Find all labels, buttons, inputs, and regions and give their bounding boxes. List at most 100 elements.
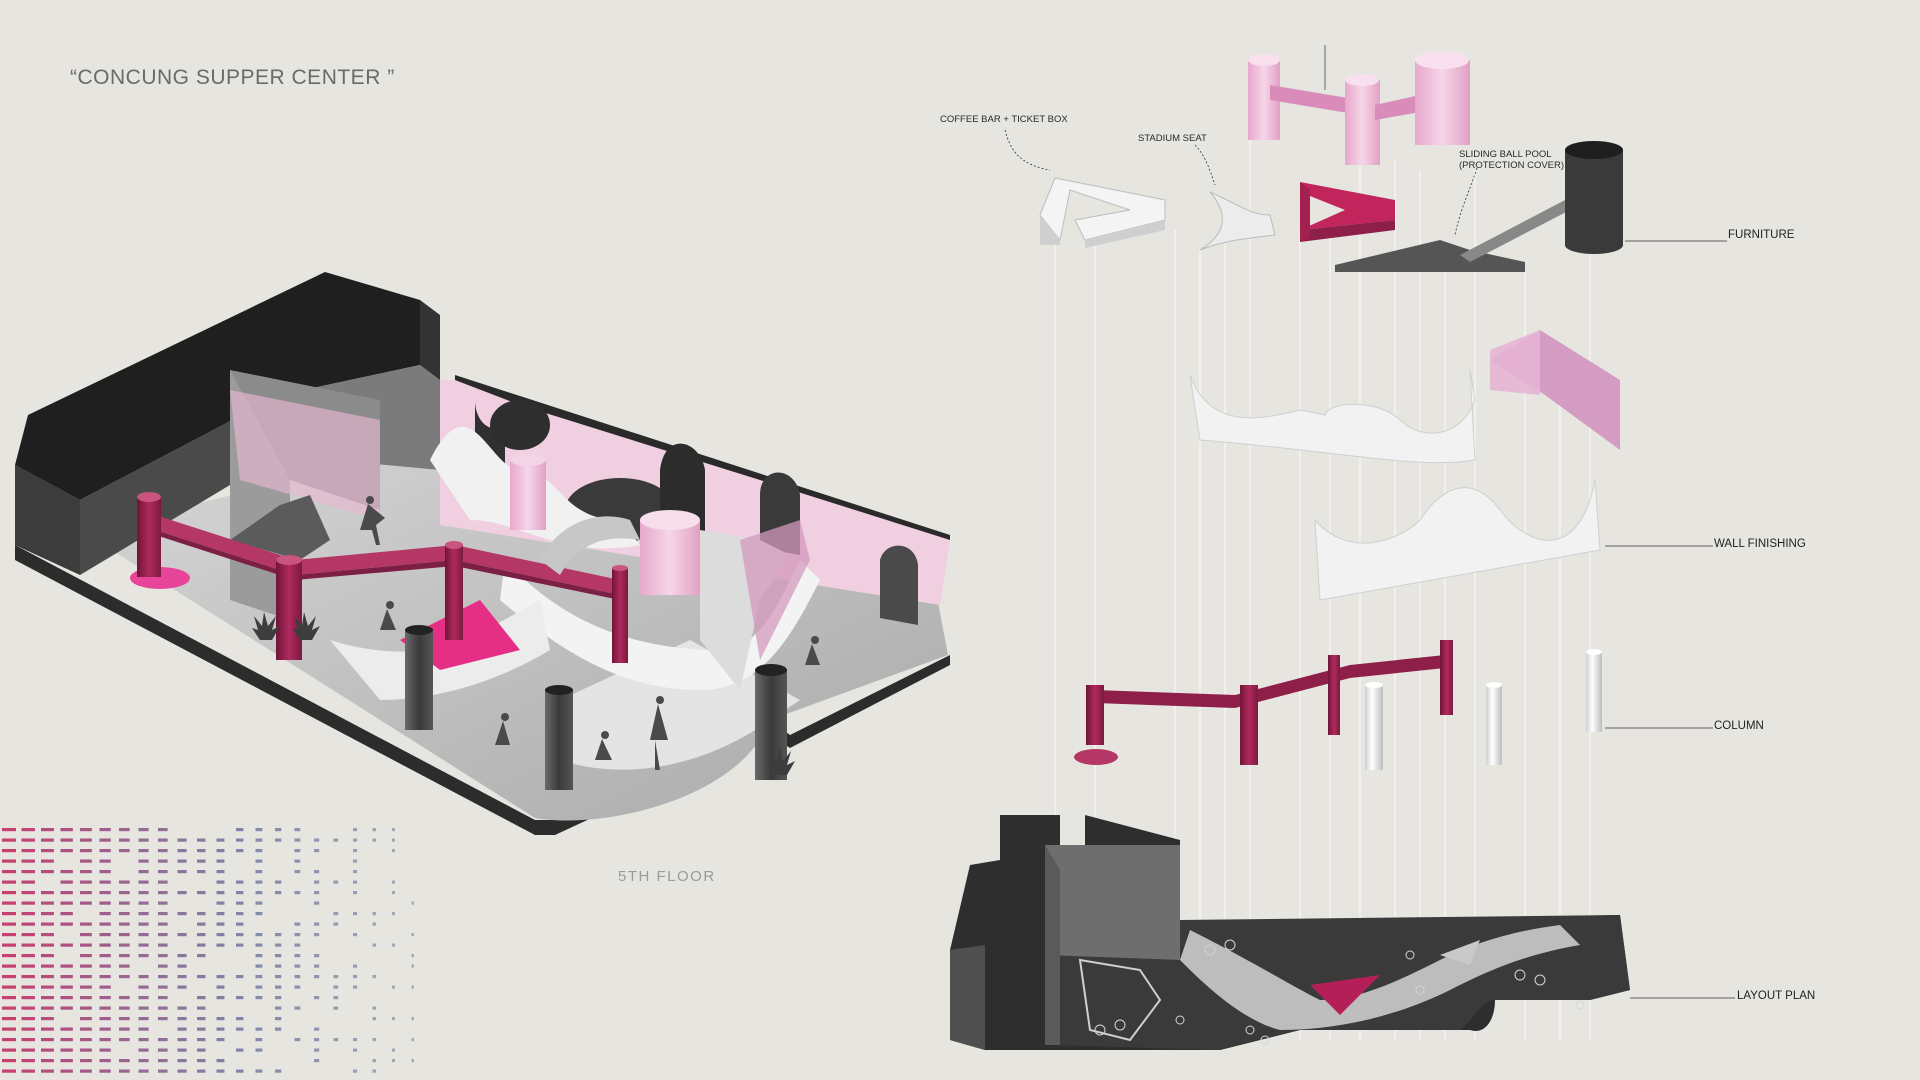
pattern-dash [217,839,225,842]
pattern-dash [392,849,395,852]
pattern-dash [373,839,377,842]
pattern-dash [178,1049,187,1052]
pattern-dash [353,870,357,873]
pattern-dash [256,891,263,894]
pattern-dash [412,954,414,957]
pattern-dash [100,933,111,936]
pattern-dash [197,1049,206,1052]
pattern-dash [41,986,54,989]
pattern-dash [314,839,319,842]
pattern-dash [80,954,92,957]
pattern-dash [41,849,54,852]
pattern-dash [22,1007,35,1010]
pattern-dash [236,1070,243,1073]
pattern-dash [197,849,206,852]
pattern-dash [22,933,35,936]
pattern-dash [61,1049,73,1052]
pattern-dash [295,965,301,968]
pattern-dash [334,1007,339,1010]
pattern-dash [119,1028,130,1031]
pattern-dash [197,996,206,999]
pattern-dash [100,828,111,831]
pattern-dash [256,1038,263,1041]
pattern-dash [334,923,339,926]
pattern-dash [41,1007,54,1010]
pattern-dash [392,881,395,884]
decorative-dash-pattern [2,828,414,1073]
pattern-dash [100,944,111,947]
pattern-dash [373,912,377,915]
pattern-dash [2,902,16,905]
pattern-dash [41,891,54,894]
pattern-dash [178,975,187,978]
pattern-dash [119,891,130,894]
pattern-dash [353,965,357,968]
pattern-dash [295,986,301,989]
pattern-dash [100,891,111,894]
pattern-dash [256,954,263,957]
pattern-dash [2,839,16,842]
pattern-dash [256,1070,263,1073]
pattern-dash [80,849,92,852]
pattern-dash [412,1038,414,1041]
pattern-dash [392,1049,395,1052]
pattern-dash [275,975,281,978]
pattern-dash [2,1049,16,1052]
pattern-dash [314,849,319,852]
pattern-dash [119,828,130,831]
pattern-dash [314,923,319,926]
pattern-dash [256,933,263,936]
pattern-dash [256,828,263,831]
pattern-dash [61,996,73,999]
pattern-dash [80,1017,92,1020]
exploded-diagram [950,45,1735,1050]
pattern-dash [41,902,54,905]
pattern-dash [353,1049,357,1052]
pattern-dash [295,944,301,947]
pattern-dash [197,944,206,947]
pattern-dash [256,944,263,947]
pattern-dash [236,849,243,852]
pattern-dash [100,996,111,999]
pattern-dash [2,975,16,978]
pattern-dash [217,1017,225,1020]
pattern-dash [197,839,206,842]
pattern-dash [178,933,187,936]
pattern-dash [314,975,319,978]
pattern-dash [80,1038,92,1041]
pattern-dash [236,891,243,894]
pattern-dash [100,1049,111,1052]
pattern-dash [412,933,414,936]
pattern-dash [41,1059,54,1062]
pattern-dash [314,1028,319,1031]
magenta-triangle-furniture [1300,182,1395,242]
pattern-dash [61,923,73,926]
pattern-dash [119,923,130,926]
pattern-dash [353,828,357,831]
pattern-dash [392,828,395,831]
pattern-dash [353,881,357,884]
pattern-dash [158,881,168,884]
pattern-dash [100,870,111,873]
pattern-dash [2,1038,16,1041]
pattern-dash [22,881,35,884]
pattern-dash [295,933,301,936]
pattern-dash [41,996,54,999]
pattern-dash [139,891,149,894]
pattern-dash [178,849,187,852]
pattern-dash [197,891,206,894]
pattern-dash [373,923,377,926]
pattern-dash [158,912,168,915]
floor-label: 5TH FLOOR [618,868,716,885]
pattern-dash [100,902,111,905]
pattern-dash [100,1070,111,1073]
pattern-dash [314,1038,319,1041]
pattern-dash [295,870,301,873]
pattern-dash [373,944,377,947]
pattern-dash [275,839,281,842]
pattern-dash [41,1028,54,1031]
pattern-dash [275,965,281,968]
pattern-dash [158,933,168,936]
pattern-dash [119,1017,130,1020]
layer-label-wall-finishing: WALL FINISHING [1714,538,1806,550]
